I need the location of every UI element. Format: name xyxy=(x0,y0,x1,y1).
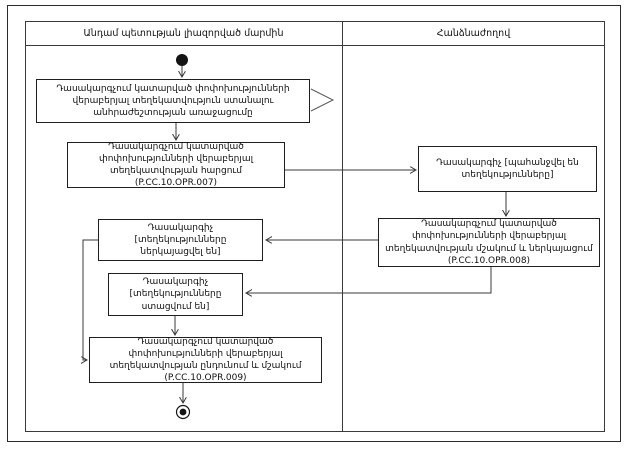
node-state-requested: Դասակարգիչ [պահանջվել են տեղեկություններ… xyxy=(418,146,597,192)
node-state-received: Դասակարգիչ [տեղեկությունները ստացվում են… xyxy=(108,273,243,316)
node-label: Դասակարգիչ [տեղեկությունները ներկայացվել… xyxy=(134,222,227,258)
lane-title-label: Անդամ պետության լիազորված մարմին xyxy=(83,27,284,39)
swimlane-header-divider xyxy=(25,45,605,46)
swimlane-frame xyxy=(25,21,605,432)
lane-title-authorized-body: Անդամ պետության լիազորված մարմին xyxy=(25,21,342,45)
node-label: Դասակարգիչ [պահանջվել են տեղեկություններ… xyxy=(436,157,579,180)
lane-title-label: Հանձնաժողով xyxy=(436,27,511,39)
process-code: (P.CC.10.OPR.009) xyxy=(164,373,247,384)
swimlane-column-divider xyxy=(342,21,343,432)
node-label: Դասակարգչում կատարված փոփոխությունների վ… xyxy=(385,219,593,266)
lane-title-commission: Հանձնաժողով xyxy=(342,21,605,45)
node-request-info: Դասակարգչում կատարված փոփոխությունների վ… xyxy=(67,142,285,188)
node-state-presented: Դասակարգիչ [տեղեկությունները ներկայացվել… xyxy=(98,219,263,261)
process-code: (P.CC.10.OPR.007) xyxy=(134,178,218,189)
node-need-arise: Դասակարգչում կատարված փոփոխությունների վ… xyxy=(36,79,310,123)
node-label: Դասակարգչում կատարված փոփոխությունների վ… xyxy=(95,336,316,385)
process-code: (P.CC.10.OPR.008) xyxy=(447,255,531,266)
page-border xyxy=(7,5,621,442)
node-label: Դասակարգչում կատարված փոփոխությունների վ… xyxy=(56,83,290,119)
node-process-present: Դասակարգչում կատարված փոփոխությունների վ… xyxy=(378,218,600,267)
node-label: Դասակարգչում կատարված փոփոխությունների վ… xyxy=(73,141,279,190)
node-receive-process: Դասակարգչում կատարված փոփոխությունների վ… xyxy=(89,337,322,383)
node-label: Դասակարգիչ [տեղեկությունները ստացվում են… xyxy=(129,277,222,312)
